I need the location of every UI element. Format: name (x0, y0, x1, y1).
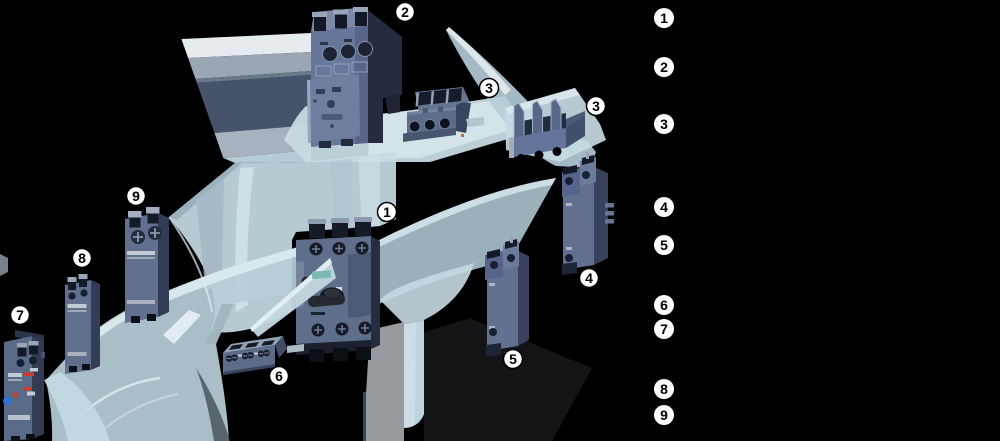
svg-text:3: 3 (660, 116, 668, 132)
svg-text:9: 9 (660, 407, 668, 423)
svg-text:2: 2 (660, 59, 668, 75)
svg-text:6: 6 (275, 368, 283, 384)
svg-text:9: 9 (132, 188, 140, 204)
svg-text:8: 8 (660, 381, 668, 397)
svg-text:5: 5 (509, 351, 517, 367)
svg-text:2: 2 (401, 4, 409, 20)
svg-text:7: 7 (16, 307, 24, 323)
svg-text:3: 3 (485, 80, 493, 96)
svg-text:4: 4 (660, 199, 668, 215)
svg-text:5: 5 (660, 237, 668, 253)
svg-text:6: 6 (660, 297, 668, 313)
svg-text:1: 1 (660, 10, 668, 26)
svg-text:4: 4 (585, 270, 593, 286)
svg-text:1: 1 (383, 204, 391, 220)
svg-text:8: 8 (78, 250, 86, 266)
svg-text:7: 7 (660, 321, 668, 337)
svg-text:3: 3 (592, 98, 600, 114)
